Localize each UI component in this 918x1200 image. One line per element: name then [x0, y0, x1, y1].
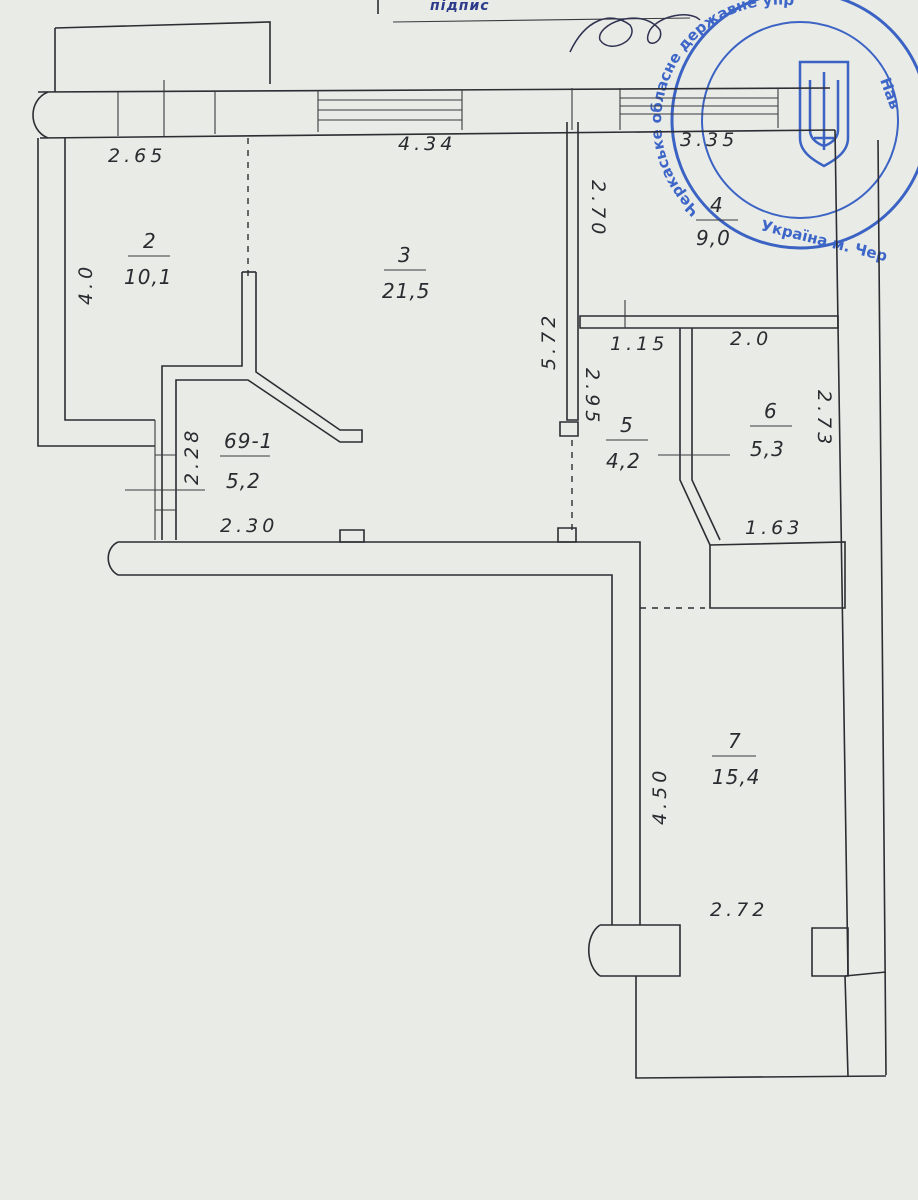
room-labels: 2 10,1 3 21,5 4 9,0 69-1 5,2 5 4,2 6 5,3 [124, 193, 792, 789]
room-2-label: 2 10,1 [124, 229, 173, 289]
svg-text:3: 3 [398, 243, 412, 267]
stamp-side-text: Нав [876, 75, 904, 111]
dim-2-30: 2.30 [220, 515, 278, 537]
trident-emblem-icon [798, 60, 850, 168]
svg-text:5,3: 5,3 [750, 437, 785, 461]
dim-1-63: 1.63 [745, 517, 803, 539]
walls [32, 21, 887, 1079]
svg-text:4,2: 4,2 [606, 449, 641, 473]
dimension-labels: 2.65 4.34 3.35 4.0 2.70 5.72 1.15 2.0 2.… [75, 129, 835, 921]
svg-text:4: 4 [710, 193, 724, 217]
svg-text:21,5: 21,5 [382, 279, 431, 303]
svg-text:10,1: 10,1 [124, 265, 173, 289]
dim-2-65: 2.65 [108, 145, 166, 167]
stamp-bottom-text: Україна м. Чер [759, 216, 889, 265]
dim-2-72: 2.72 [710, 899, 768, 921]
room-7-label: 7 15,4 [712, 729, 761, 789]
dim-2-73: 2.73 [813, 390, 835, 448]
dim-5-72: 5.72 [538, 312, 560, 370]
dim-4-0: 4.0 [75, 263, 97, 305]
dim-1-15: 1.15 [610, 333, 668, 355]
svg-text:5: 5 [620, 413, 634, 437]
room-4-label: 4 9,0 [696, 193, 738, 250]
svg-text:5,2: 5,2 [226, 469, 261, 493]
room-3-label: 3 21,5 [382, 243, 431, 303]
svg-text:69-1: 69-1 [224, 429, 273, 453]
official-stamp: Черкаське обласне державне управління жи… [0, 0, 918, 265]
dim-4-50: 4.50 [649, 767, 671, 825]
handwritten-signature [569, 14, 701, 53]
dim-2-28: 2.28 [181, 427, 203, 485]
svg-text:9,0: 9,0 [696, 226, 731, 250]
dim-3-35: 3.35 [680, 129, 738, 151]
room-5-label: 5 4,2 [606, 413, 648, 473]
room-69-1-label: 69-1 5,2 [220, 429, 273, 493]
room-6-label: 6 5,3 [750, 399, 792, 461]
dim-2-0: 2.0 [730, 328, 772, 350]
dim-2-70: 2.70 [587, 180, 609, 238]
svg-text:6: 6 [764, 399, 778, 423]
dim-2-95: 2.95 [581, 368, 603, 426]
svg-text:7: 7 [728, 729, 742, 753]
svg-text:2: 2 [143, 229, 157, 253]
dim-4-34: 4.34 [398, 133, 456, 155]
svg-text:15,4: 15,4 [712, 765, 761, 789]
signature-label: підпис [430, 0, 490, 14]
signature-area: підпис [377, 0, 701, 53]
